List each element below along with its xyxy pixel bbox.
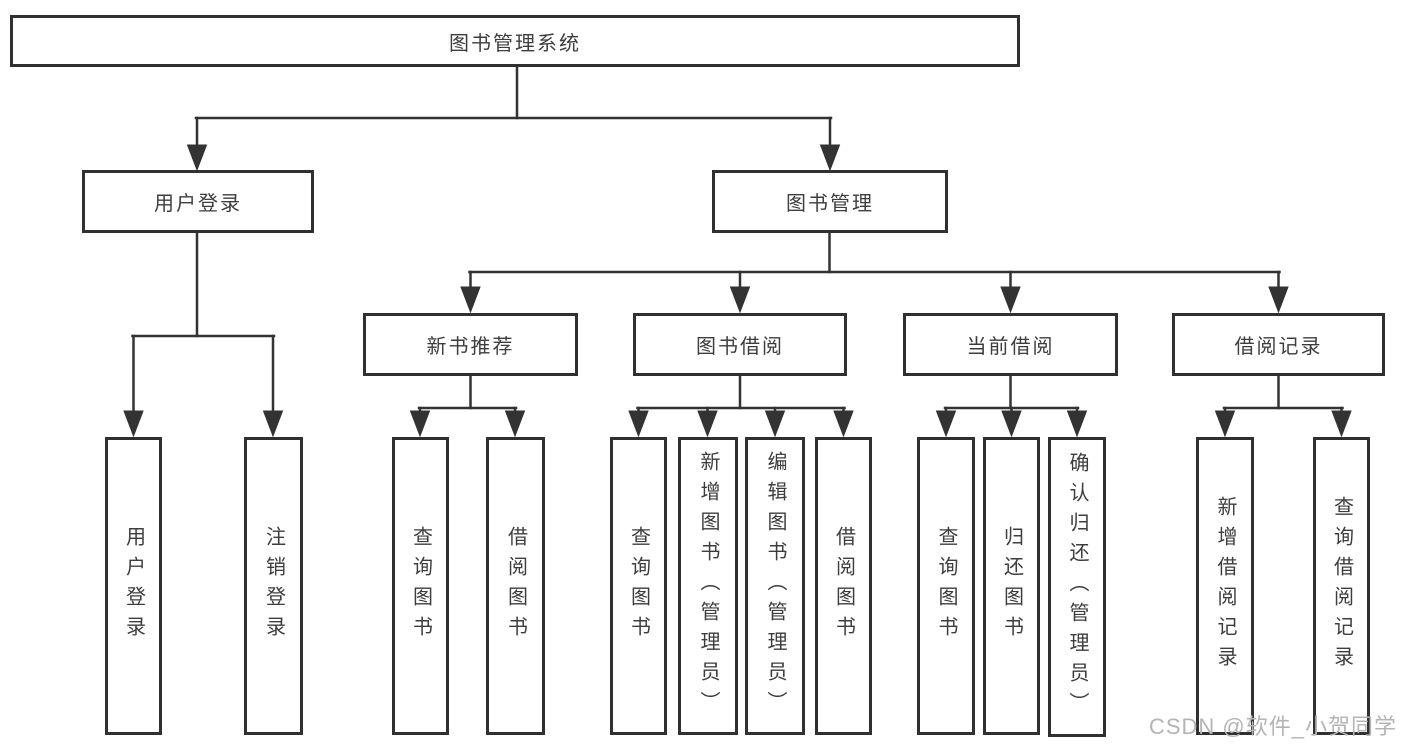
leaf-current-query-books-label: 查询图书 — [935, 526, 957, 646]
arrowhead — [262, 410, 284, 438]
node-current-borrow-label: 当前借阅 — [966, 336, 1055, 358]
leaf-borrow-query-books: 查询图书 — [610, 437, 667, 735]
node-root-label: 图书管理系统 — [449, 32, 581, 55]
connector-borrow-records — [1214, 374, 1352, 438]
node-root: 图书管理系统 — [10, 15, 1020, 67]
arrowhead — [819, 144, 841, 172]
connector-current-borrow — [935, 374, 1088, 438]
arrowhead — [1000, 286, 1021, 314]
leaf-borrow-books-label: 借阅图书 — [832, 526, 855, 646]
leaf-add-borrow-record-label: 新增借阅记录 — [1214, 496, 1236, 676]
arrowhead — [1214, 410, 1236, 438]
arrowhead — [1066, 410, 1088, 438]
arrowhead — [409, 410, 431, 438]
leaf-add-borrow-record: 新增借阅记录 — [1196, 437, 1254, 735]
leaf-add-books-admin-label: 新增图书（管理员） — [697, 451, 719, 721]
node-borrow-records-label: 借阅记录 — [1234, 336, 1323, 358]
node-new-book-recommend: 新书推荐 — [363, 313, 578, 376]
node-current-borrow: 当前借阅 — [903, 313, 1118, 376]
node-book-management: 图书管理 — [712, 170, 948, 233]
leaf-recommend-query-books-label: 查询图书 — [409, 526, 432, 646]
leaf-borrow-books: 借阅图书 — [815, 437, 872, 735]
connector-root — [186, 64, 841, 172]
arrowhead — [1268, 286, 1289, 314]
node-book-management-label: 图书管理 — [786, 193, 874, 215]
leaf-recommend-borrow-books: 借阅图书 — [486, 437, 545, 735]
leaf-confirm-return-admin-label: 确认归还（管理员） — [1066, 452, 1088, 722]
arrowhead — [186, 144, 208, 172]
arrowhead — [697, 410, 718, 438]
arrowhead — [833, 410, 854, 438]
arrowhead — [1001, 410, 1022, 438]
leaf-query-borrow-record: 查询借阅记录 — [1313, 437, 1370, 735]
node-book-borrow-label: 图书借阅 — [696, 336, 784, 358]
leaf-logout-label: 注销登录 — [262, 526, 285, 646]
leaf-edit-books-admin: 编辑图书（管理员） — [745, 437, 805, 735]
arrowhead — [123, 410, 144, 438]
leaf-edit-books-admin-label: 编辑图书（管理员） — [764, 451, 786, 721]
leaf-return-books: 归还图书 — [983, 437, 1040, 735]
arrowhead — [460, 286, 481, 314]
node-user-login-label: 用户登录 — [154, 193, 242, 215]
node-user-login: 用户登录 — [82, 170, 314, 233]
leaf-user-login: 用户登录 — [105, 437, 162, 735]
node-borrow-records: 借阅记录 — [1172, 313, 1385, 376]
leaf-query-borrow-record-label: 查询借阅记录 — [1330, 496, 1353, 676]
connector-book-management — [460, 231, 1289, 314]
leaf-user-login-label: 用户登录 — [122, 526, 145, 646]
arrowhead — [764, 410, 786, 438]
leaf-current-query-books: 查询图书 — [917, 437, 975, 735]
leaf-return-books-label: 归还图书 — [1000, 526, 1023, 646]
arrowhead — [935, 410, 957, 438]
arrowhead — [628, 410, 649, 438]
arrowhead — [504, 410, 526, 438]
connector-new-book-recommend — [409, 374, 526, 438]
leaf-add-books-admin: 新增图书（管理员） — [678, 437, 738, 735]
arrowhead — [729, 286, 751, 314]
csdn-watermark: CSDN @软件_小贺同学 — [1148, 714, 1397, 739]
leaf-recommend-query-books: 查询图书 — [392, 437, 449, 735]
leaf-borrow-query-books-label: 查询图书 — [627, 526, 650, 646]
leaf-logout: 注销登录 — [244, 437, 303, 735]
connector-user-login — [123, 231, 284, 438]
node-book-borrow: 图书借阅 — [633, 313, 847, 376]
leaf-confirm-return-admin: 确认归还（管理员） — [1048, 437, 1106, 737]
leaf-recommend-borrow-books-label: 借阅图书 — [504, 526, 527, 646]
arrowhead — [1331, 410, 1352, 438]
connector-book-borrow — [628, 374, 854, 438]
node-new-book-recommend-label: 新书推荐 — [426, 336, 515, 358]
